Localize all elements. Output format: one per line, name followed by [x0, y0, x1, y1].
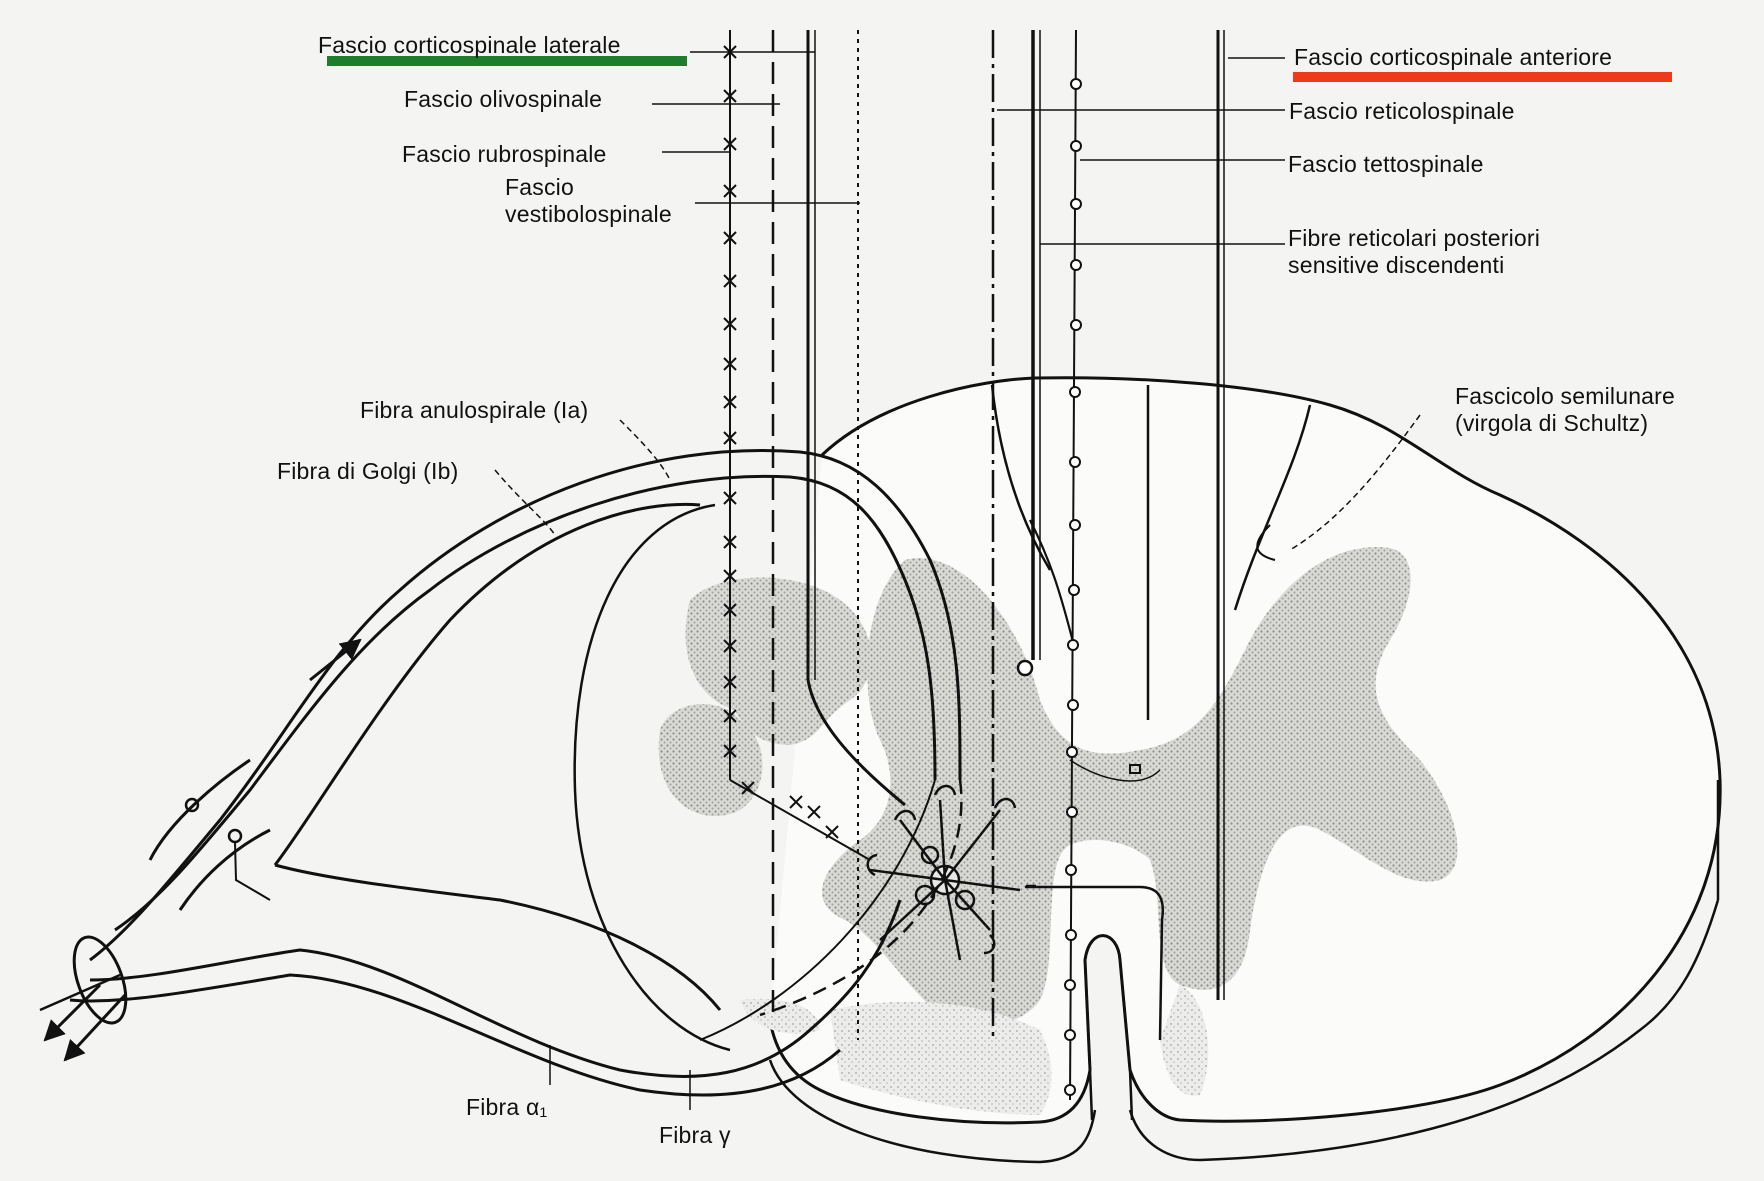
label-corticospinale-anteriore: Fascio corticospinale anteriore: [1294, 44, 1612, 71]
highlight-bar-anteriore: [1293, 72, 1672, 82]
label-rubrospinale: Fascio rubrospinale: [402, 141, 607, 168]
label-fibre-reticolari: Fibre reticolari posteriori sensitive di…: [1288, 225, 1540, 279]
label-fascicolo-semilunare: Fascicolo semilunare (virgola di Schultz…: [1455, 383, 1675, 437]
label-fibra-alpha: Fibra α₁: [466, 1094, 547, 1121]
label-vestibolospinale: Fascio vestibolospinale: [505, 174, 672, 228]
label-corticospinale-laterale: Fascio corticospinale laterale: [318, 32, 621, 59]
label-tettospinale: Fascio tettospinale: [1288, 151, 1484, 178]
label-olivospinale: Fascio olivospinale: [404, 86, 602, 113]
label-fibra-gamma: Fibra γ: [659, 1122, 731, 1149]
label-fibra-golgi: Fibra di Golgi (Ib): [277, 458, 458, 485]
label-reticolospinale: Fascio reticolospinale: [1289, 98, 1515, 125]
label-fibra-anulospirale: Fibra anulospirale (Ia): [360, 397, 588, 424]
